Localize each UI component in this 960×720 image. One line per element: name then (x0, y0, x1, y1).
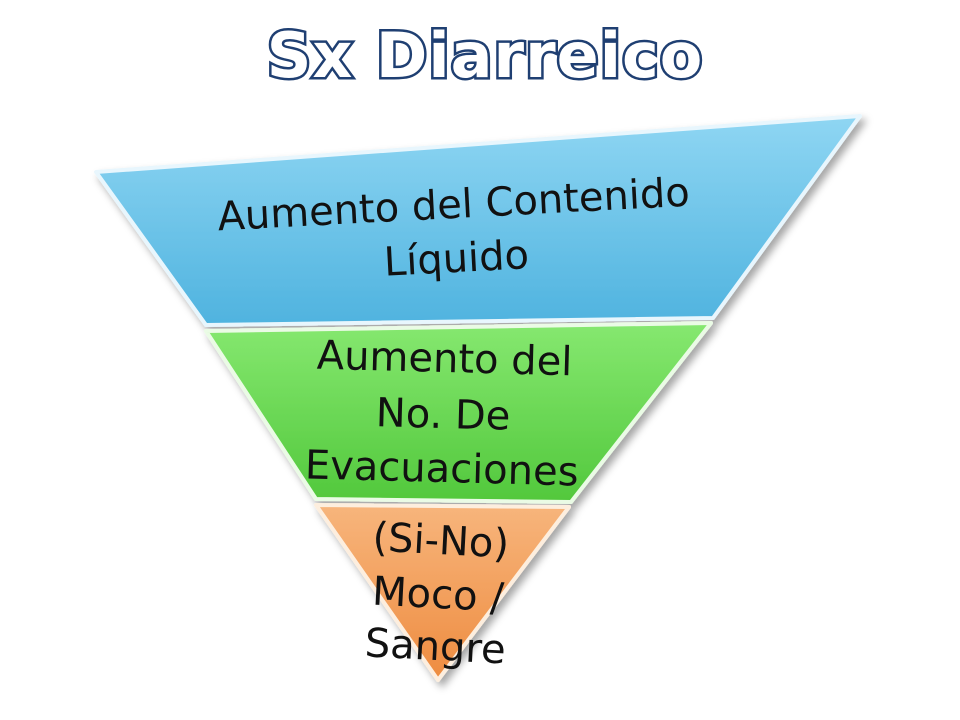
level-middle-line-1: Aumento del (316, 333, 573, 386)
pyramid-level-bottom-label: (Si-No) Moco / Sangre (364, 515, 510, 674)
pyramid-level-top (94, 114, 862, 327)
pyramid-level-bottom (314, 503, 571, 682)
inverted-pyramid (94, 114, 862, 682)
slide-title: Sx Diarreico (267, 19, 704, 92)
level-bottom-line-1: (Si-No) (371, 515, 510, 568)
level-bottom-line-2: Moco / (371, 569, 505, 622)
level-middle-line-2: No. De (375, 390, 511, 440)
level-middle-line-3: Evacuaciones (304, 442, 579, 495)
level-top-line-2: Líquido (383, 232, 530, 286)
level-bottom-line-3: Sangre (364, 620, 507, 673)
pyramid-level-middle (204, 321, 713, 504)
pyramid-level-middle-label: Aumento del No. De Evacuaciones (304, 333, 579, 496)
